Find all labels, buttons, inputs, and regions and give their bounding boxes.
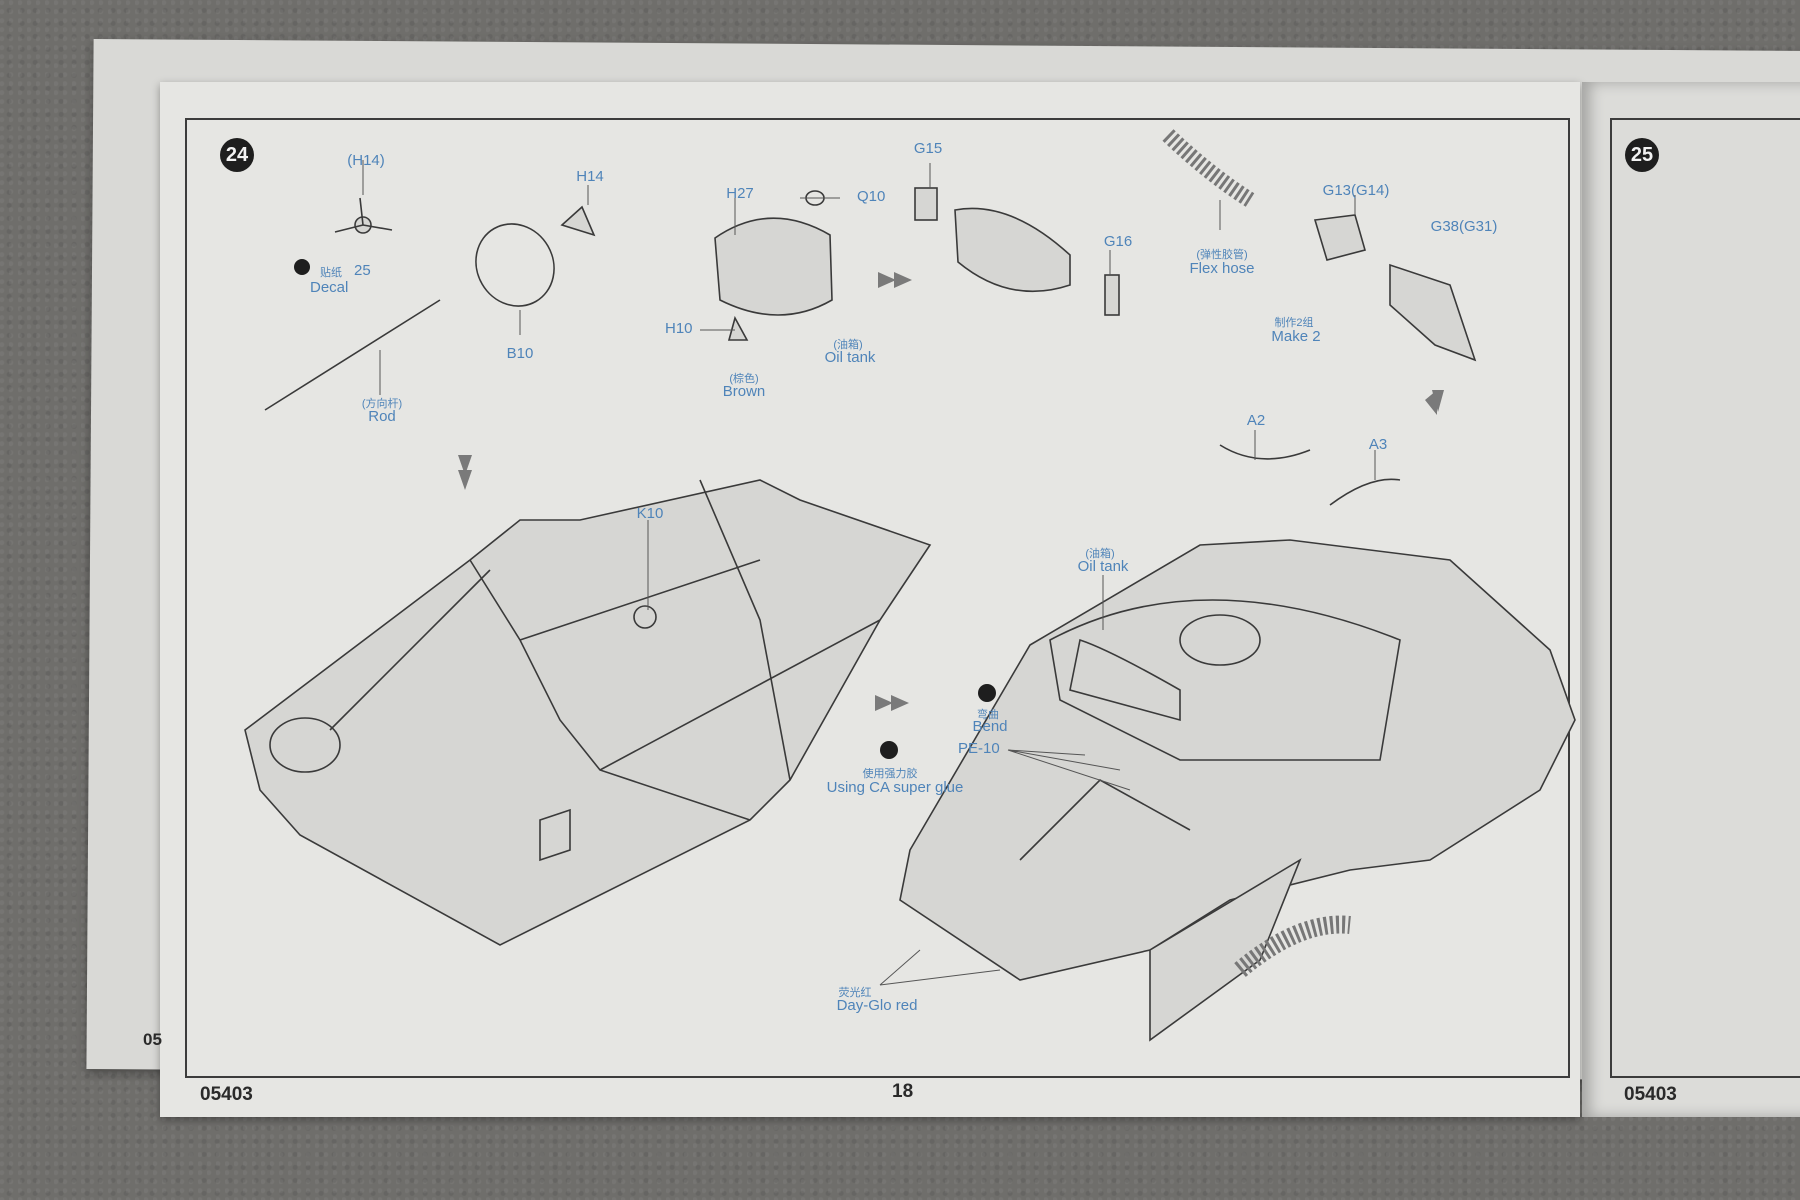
next-page-edge (1582, 82, 1800, 1117)
chassis-left-drawing (244, 479, 932, 946)
label-rod: Rod (368, 408, 396, 425)
label-h14-paren: (H14) (347, 152, 385, 169)
step-25-badge: 25 (1625, 138, 1659, 172)
label-flexhose-cn: (弹性胶管) (1196, 249, 1248, 261)
page-number: 18 (892, 1081, 914, 1102)
label-rod-cn: (方向杆) (361, 398, 403, 410)
arrow-down-2 (1425, 390, 1444, 415)
oil-tank-part-icon (714, 190, 833, 341)
label-h27: H27 (726, 185, 754, 202)
label-decal-num: 25 (354, 262, 371, 279)
arrow-down-1 (458, 455, 472, 490)
label-g15: G15 (913, 140, 943, 157)
steering-hub-icon (334, 197, 393, 234)
label-dayglo: Day-Glo red (836, 997, 918, 1014)
label-g38: G38(G31) (1430, 218, 1498, 235)
chassis-right-drawing (899, 444, 1576, 1042)
arrow-right-1 (878, 272, 912, 288)
flex-hose-icon (1162, 129, 1477, 362)
label-g16: G16 (1103, 233, 1133, 250)
label-oiltank: Oil tank (824, 349, 876, 366)
bend-icon (978, 684, 996, 702)
step-24-frame (185, 118, 1570, 1078)
label-make2: Make 2 (1271, 328, 1321, 345)
label-glue: Using CA super glue (826, 779, 964, 796)
label-h14: H14 (576, 168, 604, 185)
label-decal: Decal (310, 279, 349, 296)
label-make2-cn: 制作2组 (1274, 317, 1314, 329)
kit-number-right: 05403 (1624, 1084, 1677, 1105)
step-24-badge: 24 (220, 138, 254, 172)
label-g13: G13(G14) (1322, 182, 1390, 199)
label-brown-cn: (棕色) (729, 373, 759, 385)
arrow-right-2 (875, 695, 909, 711)
decal-icon (294, 259, 310, 275)
label-bend-cn: 弯曲 (977, 709, 999, 721)
label-pe10: PE-10 (958, 740, 1000, 757)
steering-wheel-icon (264, 205, 596, 411)
label-k10: K10 (636, 505, 664, 522)
step-25-frame (1610, 118, 1800, 1078)
underlying-page-footer: 05 (143, 1030, 162, 1049)
label-decal-cn: 贴纸 (320, 267, 342, 279)
label-bend: Bend (972, 718, 1008, 735)
label-oiltank2: Oil tank (1077, 558, 1129, 575)
label-brown: Brown (722, 383, 766, 400)
kit-number-left: 05403 (200, 1084, 253, 1105)
label-oiltank2-cn: (油箱) (1085, 548, 1115, 560)
bracket-part-icon (914, 187, 1120, 316)
label-oiltank-cn: (油箱) (833, 339, 863, 351)
label-a2: A2 (1246, 412, 1266, 429)
label-q10: Q10 (857, 188, 886, 205)
label-b10: B10 (506, 345, 534, 362)
label-a3: A3 (1368, 436, 1388, 453)
label-h10: H10 (665, 320, 693, 337)
label-dayglo-cn: 荧光红 (838, 987, 872, 999)
label-glue-cn: 使用强力胶 (862, 768, 918, 780)
glue-icon (880, 741, 898, 759)
label-flexhose: Flex hose (1189, 260, 1255, 277)
